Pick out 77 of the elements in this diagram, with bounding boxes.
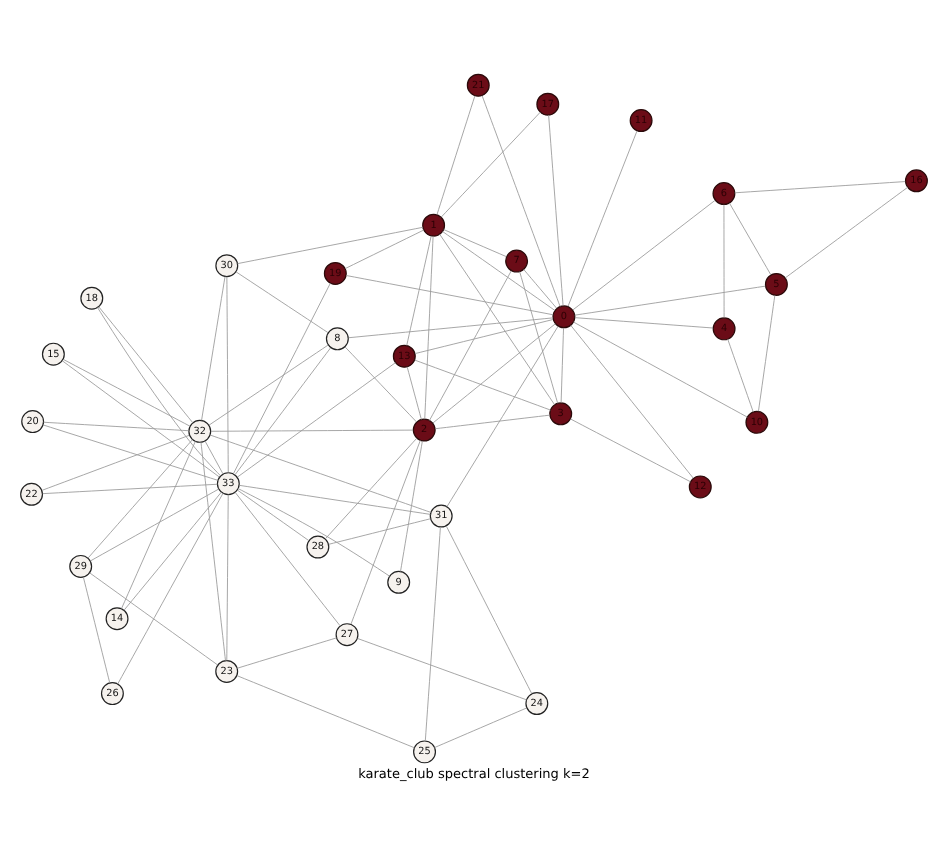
connector bbox=[89, 488, 220, 562]
connector bbox=[784, 186, 909, 279]
connector bbox=[237, 226, 424, 265]
connector bbox=[237, 489, 310, 542]
connector bbox=[43, 421, 189, 432]
connector bbox=[406, 366, 422, 420]
connector bbox=[523, 269, 557, 309]
connector bbox=[237, 362, 396, 478]
connector bbox=[434, 414, 551, 430]
connector bbox=[201, 276, 226, 421]
connector bbox=[723, 204, 725, 319]
connector bbox=[424, 526, 441, 742]
connector bbox=[574, 285, 766, 316]
connector bbox=[204, 440, 224, 475]
connector bbox=[734, 181, 906, 194]
connector bbox=[440, 111, 541, 218]
connector bbox=[570, 325, 694, 479]
connector bbox=[117, 492, 224, 685]
connector bbox=[573, 321, 748, 418]
connector bbox=[234, 347, 331, 476]
connector bbox=[87, 439, 193, 559]
connector bbox=[424, 235, 434, 420]
connector bbox=[572, 200, 716, 311]
connector bbox=[344, 229, 425, 269]
connector bbox=[357, 638, 527, 701]
connector bbox=[414, 359, 551, 411]
connector bbox=[345, 275, 554, 316]
connector bbox=[234, 491, 341, 627]
connector bbox=[436, 95, 476, 216]
connector bbox=[432, 323, 556, 424]
connector bbox=[446, 326, 559, 507]
connector bbox=[236, 675, 415, 749]
connector bbox=[439, 233, 555, 405]
connector bbox=[758, 294, 776, 412]
connector bbox=[208, 344, 329, 426]
connector bbox=[400, 440, 423, 572]
connector bbox=[42, 424, 219, 481]
connector bbox=[560, 327, 564, 404]
connector bbox=[89, 572, 218, 666]
connector bbox=[443, 229, 507, 258]
connector bbox=[233, 282, 331, 474]
connector bbox=[434, 707, 527, 748]
connector bbox=[210, 429, 414, 432]
connector bbox=[97, 307, 222, 477]
connector bbox=[429, 270, 512, 421]
connector bbox=[567, 130, 638, 307]
connector bbox=[200, 441, 226, 661]
connector bbox=[442, 231, 556, 311]
connector bbox=[238, 484, 431, 515]
connector bbox=[570, 418, 691, 483]
connector bbox=[548, 114, 564, 307]
connector bbox=[727, 338, 754, 413]
connector bbox=[226, 276, 229, 473]
connector bbox=[481, 95, 561, 307]
connector bbox=[121, 441, 196, 610]
connector bbox=[209, 434, 432, 513]
connector bbox=[729, 202, 772, 276]
connector bbox=[406, 235, 432, 346]
connector bbox=[350, 440, 421, 625]
connector bbox=[82, 576, 111, 684]
connector bbox=[348, 317, 554, 339]
connector bbox=[42, 483, 218, 495]
connector bbox=[237, 488, 391, 577]
connector bbox=[574, 317, 714, 329]
connector bbox=[98, 306, 194, 424]
connector bbox=[226, 494, 229, 661]
connector bbox=[123, 491, 222, 611]
connector bbox=[328, 518, 431, 545]
connector bbox=[61, 360, 220, 478]
connector bbox=[414, 319, 554, 355]
connector bbox=[325, 438, 417, 540]
connector bbox=[445, 525, 533, 694]
connector bbox=[63, 359, 191, 427]
connector bbox=[519, 271, 559, 404]
connector bbox=[236, 637, 337, 669]
connector bbox=[41, 434, 190, 491]
connector bbox=[235, 271, 329, 334]
